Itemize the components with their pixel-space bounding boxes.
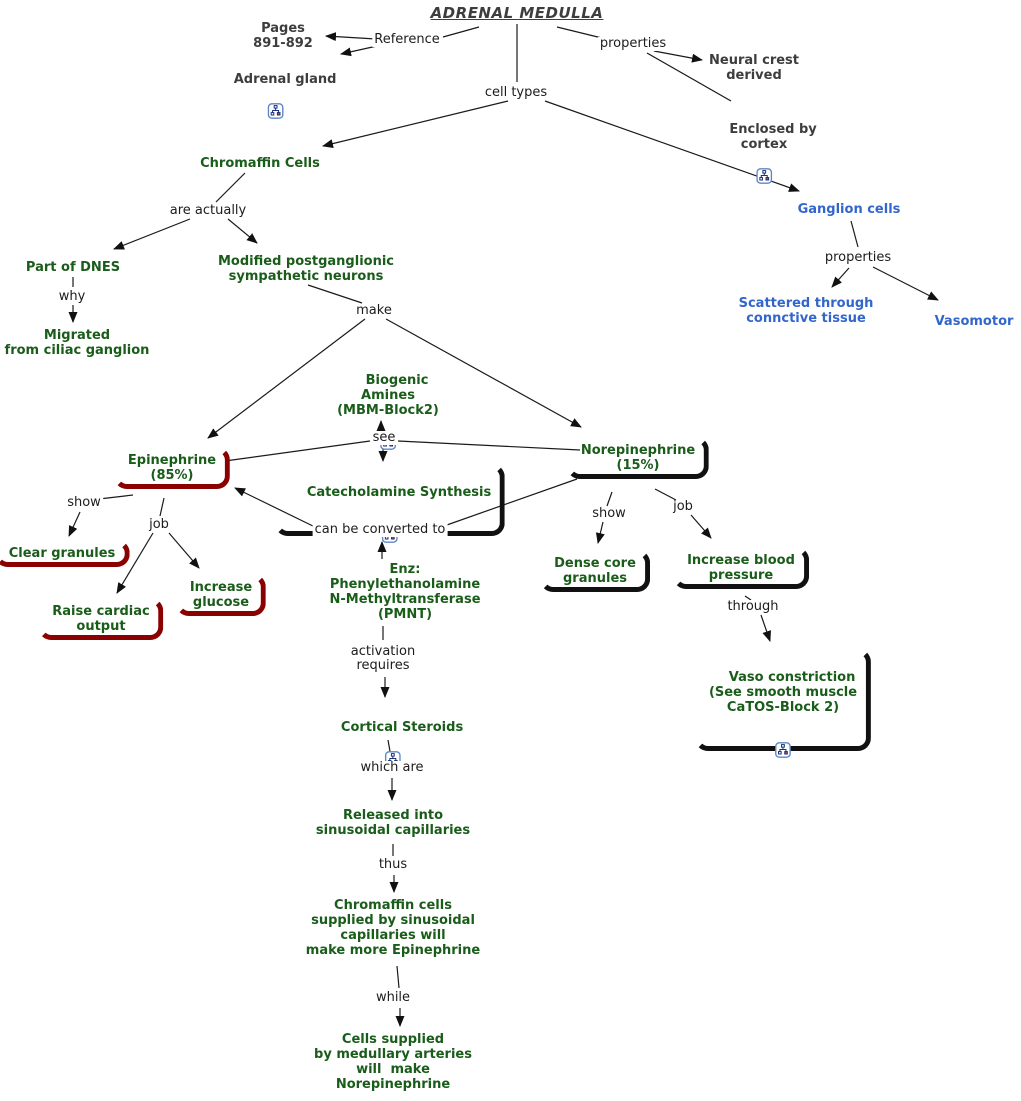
node-clear-granules[interactable]: Clear granules bbox=[0, 540, 130, 567]
link-through[interactable]: through bbox=[725, 599, 781, 614]
node-increase-glucose[interactable]: Increase glucose bbox=[175, 574, 267, 616]
node-adrenal-medulla-title[interactable]: ADRENAL MEDULLA bbox=[430, 4, 604, 22]
link-are-actually[interactable]: are actually bbox=[167, 203, 249, 218]
link-job-left[interactable]: job bbox=[147, 517, 171, 532]
node-pages-891-892[interactable]: Pages 891-892 bbox=[253, 21, 313, 51]
node-released-into-sinusoidal-capillaries[interactable]: Released into sinusoidal capillaries bbox=[315, 808, 471, 838]
node-enz-pmnt[interactable]: Enz: Phenylethanolamine N-Methyltransfer… bbox=[329, 562, 481, 622]
link-see[interactable]: see bbox=[370, 430, 398, 445]
link-activation-requires[interactable]: activation requires bbox=[348, 644, 418, 673]
node-modified-postganglionic-neurons[interactable]: Modified postganglionic sympathetic neur… bbox=[217, 254, 395, 284]
node-increase-blood-pressure[interactable]: Increase blood pressure bbox=[673, 547, 809, 589]
concept-map-icon[interactable] bbox=[756, 168, 772, 184]
link-make[interactable]: make bbox=[354, 303, 394, 318]
node-cells-supplied-medullary[interactable]: Cells supplied by medullary arteries wil… bbox=[314, 1032, 472, 1092]
node-vaso-constriction[interactable]: Vaso constriction (See smooth muscle CaT… bbox=[694, 649, 872, 758]
link-can-be-converted-to[interactable]: can be converted to bbox=[312, 522, 448, 537]
link-show-left[interactable]: show bbox=[65, 495, 103, 510]
node-part-of-dnes[interactable]: Part of DNES bbox=[25, 260, 121, 275]
adrenal-gland-label: Adrenal gland bbox=[233, 72, 337, 87]
enclosed-by-cortex-label: Enclosed by cortex bbox=[729, 122, 817, 152]
node-cortical-steroids[interactable]: Cortical Steroids bbox=[323, 705, 463, 797]
node-raise-cardiac-output[interactable]: Raise cardiac output bbox=[38, 598, 164, 640]
concept-map-icon[interactable] bbox=[268, 103, 284, 119]
node-vasomotor[interactable]: Vasomotor bbox=[934, 314, 1014, 329]
node-chromaffin-cells[interactable]: Chromaffin Cells bbox=[200, 156, 320, 171]
link-why[interactable]: why bbox=[56, 289, 88, 304]
link-show-right[interactable]: show bbox=[590, 506, 628, 521]
node-enclosed-by-cortex[interactable]: Enclosed by cortex bbox=[711, 107, 817, 214]
concept-map-icon[interactable] bbox=[775, 742, 791, 758]
node-epinephrine[interactable]: Epinephrine (85%) bbox=[113, 447, 231, 489]
link-while[interactable]: while bbox=[373, 990, 413, 1005]
link-properties-right[interactable]: properties bbox=[822, 250, 894, 265]
vaso-constriction-label: Vaso constriction (See smooth muscle CaT… bbox=[708, 670, 858, 715]
catecholamine-synthesis-label: Catecholamine Synthesis bbox=[306, 485, 492, 500]
node-norepinephrine[interactable]: Norepinephrine (15%) bbox=[566, 437, 710, 479]
node-biogenic-amines[interactable]: Biogenic Amines (MBM-Block2) bbox=[337, 358, 439, 480]
node-ganglion-cells[interactable]: Ganglion cells bbox=[797, 202, 901, 217]
node-neural-crest-derived[interactable]: Neural crest derived bbox=[708, 53, 800, 83]
node-migrated-from-ciliac-ganglion[interactable]: Migrated from ciliac ganglion bbox=[4, 328, 150, 358]
biogenic-amines-label: Biogenic Amines (MBM-Block2) bbox=[337, 373, 439, 418]
link-properties-top[interactable]: properties bbox=[597, 36, 669, 51]
link-reference[interactable]: Reference bbox=[372, 32, 442, 47]
node-chromaffin-cells-supplied[interactable]: Chromaffin cells supplied by sinusoidal … bbox=[305, 898, 481, 958]
cortical-steroids-label: Cortical Steroids bbox=[340, 720, 464, 735]
node-dense-core-granules[interactable]: Dense core granules bbox=[540, 550, 650, 592]
link-thus[interactable]: thus bbox=[376, 857, 410, 872]
node-adrenal-gland[interactable]: Adrenal gland bbox=[216, 57, 337, 149]
link-cell-types[interactable]: cell types bbox=[482, 85, 550, 100]
node-scattered-through-connective-tissue[interactable]: Scattered through connctive tissue bbox=[738, 296, 874, 326]
link-which-are[interactable]: which are bbox=[358, 760, 426, 775]
link-job-right[interactable]: job bbox=[671, 499, 695, 514]
